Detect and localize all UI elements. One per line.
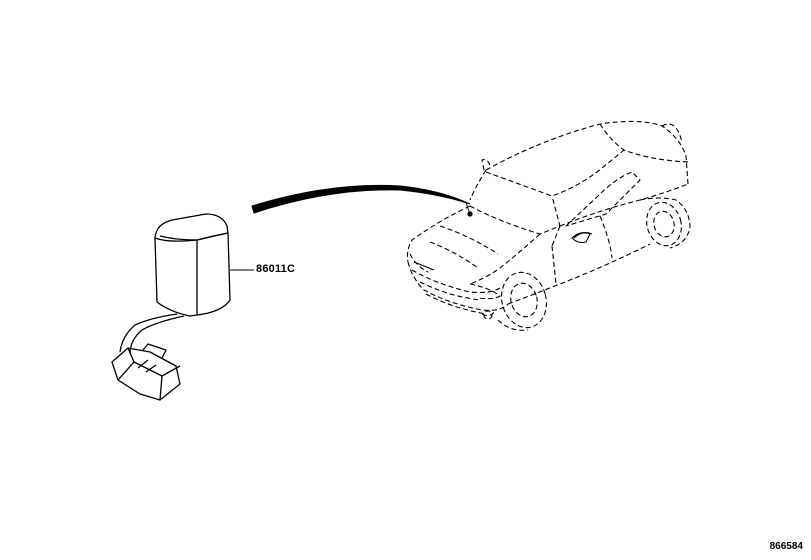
car-detail-lines bbox=[413, 232, 593, 271]
control-module-icon[interactable] bbox=[111, 213, 231, 401]
part-number-label[interactable]: 86011C bbox=[256, 263, 296, 275]
leader-arrow-icon bbox=[251, 184, 471, 214]
car-outline-icon bbox=[406, 120, 691, 331]
diagram-id: 866584 bbox=[769, 541, 803, 552]
location-dot bbox=[467, 211, 473, 217]
